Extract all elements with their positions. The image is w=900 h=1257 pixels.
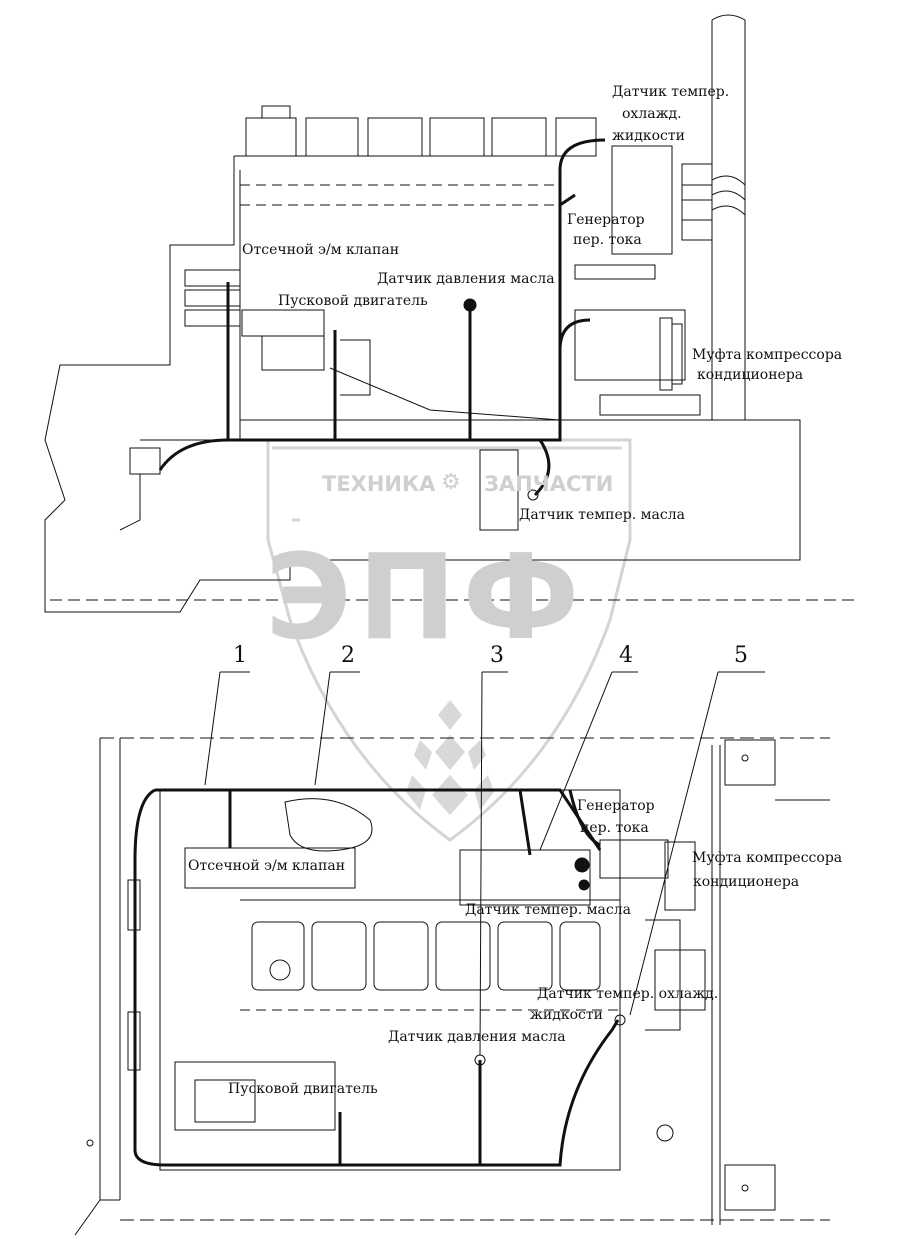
bottom-compressor-label-2: кондиционера	[693, 874, 800, 890]
bottom-alternator-body	[599, 839, 669, 879]
top-compressor-body	[574, 309, 686, 381]
top-filler-cap	[261, 105, 291, 119]
bottom-oil-temp-label: Датчик темпер. масла	[465, 902, 631, 918]
top-alternator-label-2: пер. тока	[573, 232, 642, 248]
watermark-left-word: ТЕХНИКА	[322, 472, 436, 496]
top-exhaust-pipe	[711, 14, 746, 420]
bottom-shutoff-valve-label: Отсечной э/м клапан	[188, 858, 346, 874]
bottom-starter-label: Пусковой двигатель	[228, 1081, 378, 1097]
bottom-oil-pressure-label: Датчик давления масла	[388, 1029, 566, 1045]
top-harness	[158, 138, 606, 497]
callout-2: 2	[341, 643, 355, 668]
top-starter-label: Пусковой двигатель	[278, 293, 428, 309]
top-compressor-label-2: кондиционера	[697, 367, 804, 383]
bottom-alternator-label-1: Генератор	[577, 798, 655, 814]
callout-5: 5	[734, 643, 748, 668]
bottom-coolant-temp-label-1: Датчик темпер. охлажд.	[537, 986, 719, 1002]
bottom-starter-body	[174, 1061, 336, 1131]
top-compressor-label-1: Муфта компрессора	[692, 347, 843, 363]
top-coolant-temp-label-2: охлажд.	[622, 106, 682, 122]
top-starter-body	[241, 309, 325, 337]
watermark	[266, 438, 632, 842]
top-clutch-pulley	[659, 317, 673, 391]
bottom-oil-temp-sensor-icon	[574, 857, 590, 873]
bottom-coolant-temp-label-2: жидкости	[530, 1007, 603, 1023]
top-coolant-temp-label-1: Датчик темпер.	[612, 84, 730, 100]
watermark-emblem: ЭПФ	[265, 528, 586, 666]
callout-4: 4	[619, 643, 633, 668]
watermark-right-word: ЗАПЧАСТИ	[484, 472, 614, 496]
top-alternator-label-1: Генератор	[567, 212, 645, 228]
bottom-oil-pressure-sensor-icon	[474, 1054, 486, 1066]
callout-3: 3	[490, 643, 504, 668]
gear-icon: ⚙	[441, 470, 461, 495]
bottom-view	[74, 671, 830, 1236]
watermark-wheat-icon	[406, 700, 494, 815]
top-coolant-temp-label-3: жидкости	[612, 128, 685, 144]
bottom-alternator-label-2: пер. тока	[580, 820, 649, 836]
top-oil-filter	[479, 449, 519, 531]
top-bracket	[129, 447, 161, 475]
top-oil-temp-label: Датчик темпер. масла	[519, 507, 685, 523]
top-alternator-body	[611, 145, 673, 255]
bottom-coolant-sensor-icon	[614, 1014, 626, 1026]
bottom-oil-opening	[284, 798, 373, 852]
top-oil-temp-sensor-icon	[527, 489, 539, 501]
top-oil-pressure-sensor-icon	[463, 298, 477, 312]
top-shutoff-valve-label: Отсечной э/м клапан	[242, 242, 400, 258]
bottom-clutch-pulley	[664, 841, 696, 911]
top-oil-pressure-label: Датчик давления масла	[377, 271, 555, 287]
bottom-harness	[133, 788, 620, 1167]
top-view	[44, 14, 860, 613]
callout-1: 1	[233, 643, 247, 668]
bottom-compressor-label-1: Муфта компрессора	[692, 850, 843, 866]
